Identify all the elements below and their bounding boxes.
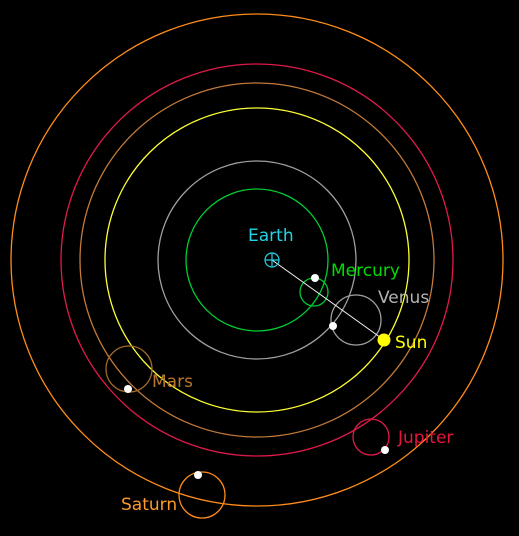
planets [124,274,391,479]
mars-planet [124,385,132,393]
saturn-deferent [10,13,504,507]
earth-sun-line [271,259,385,341]
saturn-planet [194,471,202,479]
mercury-planet [311,274,319,282]
jupiter-deferent [60,63,454,457]
mars-label: Mars [152,372,193,392]
mars-deferent [79,82,435,438]
jupiter-planet [381,446,389,454]
jupiter-label: Jupiter [397,428,453,448]
venus-deferent [157,160,357,360]
saturn-epicycle [178,471,226,519]
deferents [10,13,504,507]
sun-label: Sun [395,333,427,353]
venus-label: Venus [378,288,429,308]
jupiter-epicycle [352,418,390,456]
venus-planet [329,322,337,330]
mercury-label: Mercury [331,261,400,281]
saturn-label: Saturn [121,495,177,515]
venus-epicycle [330,294,382,346]
earth-symbol-icon [264,252,280,268]
labels: Earth Mercury Venus Sun Mars Jupiter Sat… [121,226,453,515]
sun-deferent [104,107,410,413]
mercury-deferent [185,188,329,332]
earth-label: Earth [248,226,294,246]
sun-body [377,333,391,347]
